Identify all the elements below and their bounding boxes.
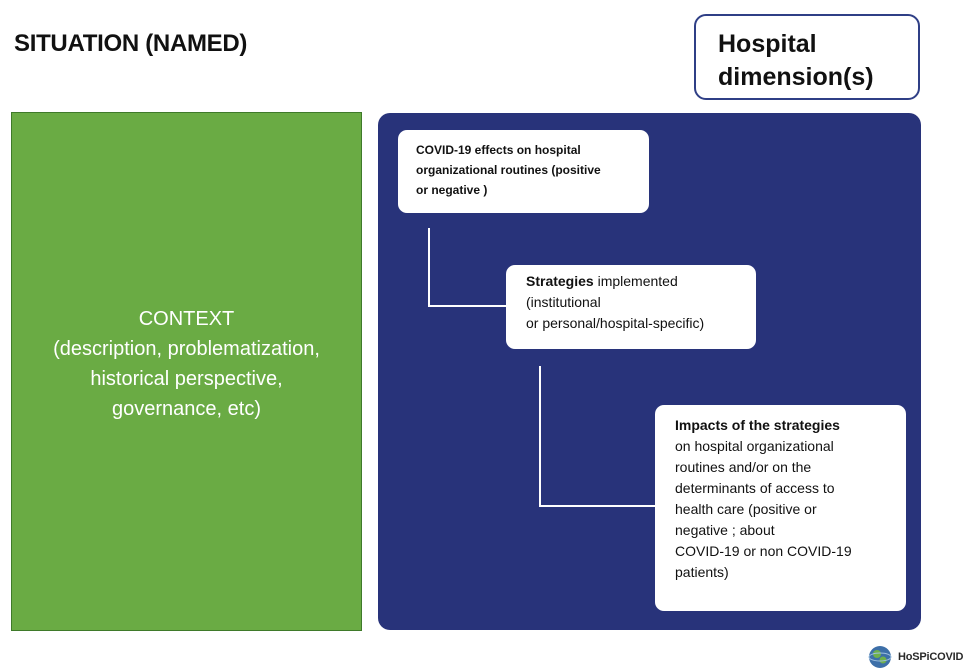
hospital-dimension-label: Hospital dimension(s) (718, 30, 874, 91)
page-title: SITUATION (NAMED) (14, 30, 248, 57)
card-strategies: Strategies implemented (institutional or… (506, 265, 756, 349)
context-box: CONTEXT (description, problematization, … (11, 112, 362, 631)
hospicovid-logo: HoSPiCOVID (866, 645, 963, 669)
card-covid-effects: COVID-19 effects on hospital organizatio… (398, 130, 649, 213)
context-label: CONTEXT (description, problematization, … (53, 307, 320, 420)
card-strategies-text: implemented (institutional or personal/h… (526, 273, 705, 331)
logo-text: HoSPiCOVID (898, 651, 964, 663)
card-impacts-text: on hospital organizational routines and/… (675, 438, 852, 580)
card-impacts-heading: Impacts of the strategies (675, 417, 840, 433)
card-covid-effects-text: COVID-19 effects on hospital organizatio… (416, 143, 601, 197)
hospital-dimension-box: Hospital dimension(s) (694, 14, 920, 100)
globe-icon (868, 646, 892, 668)
card-impacts: Impacts of the strategies on hospital or… (655, 405, 906, 611)
card-strategies-heading: Strategies (526, 273, 594, 289)
